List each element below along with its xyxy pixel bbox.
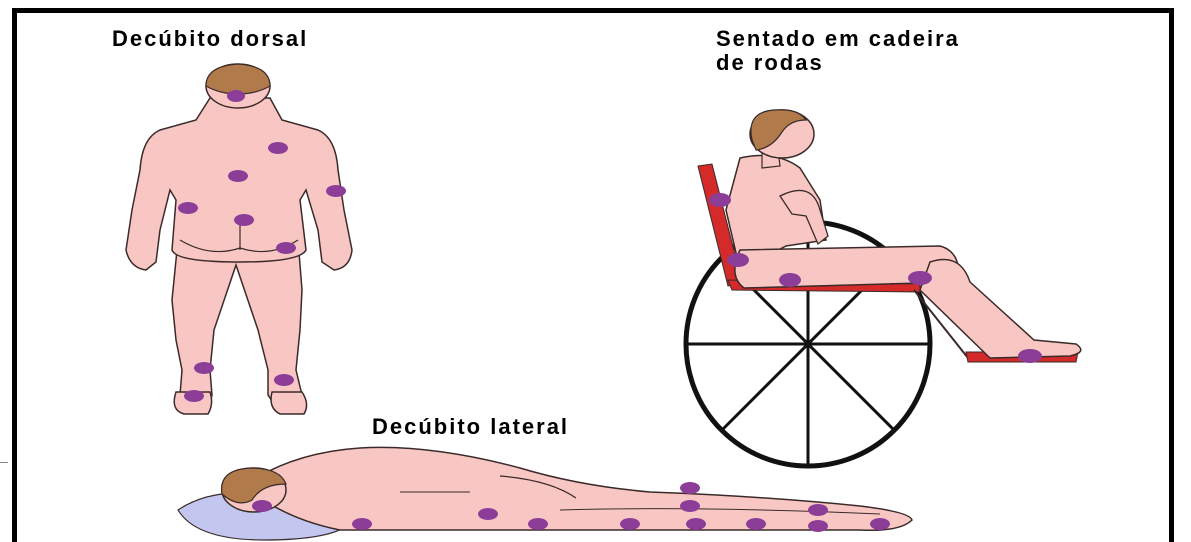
- pressure-point-marker: [252, 500, 272, 512]
- pressure-point-marker: [680, 482, 700, 494]
- pressure-point-marker: [184, 390, 204, 402]
- pressure-point-marker: [178, 202, 198, 214]
- wheelchair-position-label-line2: de rodas: [716, 50, 824, 76]
- lateral-position-label: Decúbito lateral: [372, 414, 569, 440]
- pressure-point-marker: [709, 193, 731, 207]
- pressure-point-marker: [680, 500, 700, 512]
- pressure-point-marker: [276, 242, 296, 254]
- pressure-point-marker: [808, 520, 828, 532]
- pressure-point-marker: [227, 90, 245, 102]
- pressure-point-marker: [908, 271, 932, 285]
- dorsal-torso: [126, 98, 352, 270]
- dorsal-hair: [206, 64, 270, 94]
- pressure-point-marker: [352, 518, 372, 530]
- pressure-point-marker: [478, 508, 498, 520]
- wheelchair-position-label-line1: Sentado em cadeira: [716, 26, 960, 52]
- pressure-point-marker: [194, 362, 214, 374]
- dorsal-position-label: Decúbito dorsal: [112, 26, 308, 52]
- pressure-point-marker: [686, 518, 706, 530]
- dorsal-figure: [126, 64, 352, 414]
- pressure-point-marker: [779, 273, 801, 287]
- pressure-point-marker: [620, 518, 640, 530]
- pressure-point-marker: [870, 518, 890, 530]
- lateral-body: [256, 447, 912, 530]
- pressure-point-marker: [1018, 349, 1042, 363]
- lateral-figure: [178, 447, 912, 540]
- pressure-point-marker: [274, 374, 294, 386]
- pressure-point-marker: [326, 185, 346, 197]
- pressure-point-marker: [808, 504, 828, 516]
- dorsal-right-foot: [271, 392, 307, 414]
- pressure-point-marker: [727, 253, 749, 267]
- pressure-point-marker: [746, 518, 766, 530]
- pressure-point-marker: [234, 214, 254, 226]
- pressure-point-marker: [528, 518, 548, 530]
- wheelchair-figure: [686, 110, 1081, 466]
- wheelchair-lower-leg: [920, 260, 1081, 359]
- pressure-point-marker: [228, 170, 248, 182]
- pressure-point-marker: [268, 142, 288, 154]
